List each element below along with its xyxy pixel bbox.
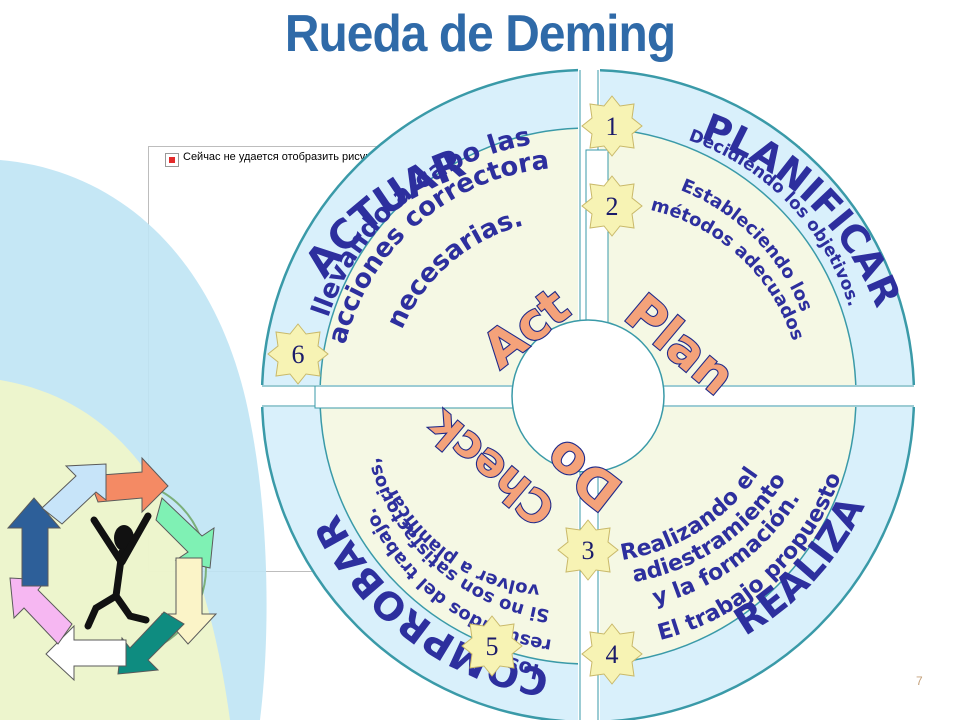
badges: 1 2 3 4 5 6 — [267, 95, 643, 685]
badge-6: 6 — [267, 323, 329, 385]
arrow-orange — [87, 456, 169, 514]
svg-text:4: 4 — [606, 640, 619, 669]
page-title: Rueda de Deming — [284, 5, 676, 63]
badge-1: 1 — [581, 95, 643, 157]
broken-image-text: Сейчас не удается отобразить рисунок. — [183, 151, 386, 163]
page-number: 7 — [916, 674, 923, 688]
badge-2: 2 — [581, 175, 643, 237]
badge-4: 4 — [581, 623, 643, 685]
stick-figure — [84, 512, 152, 630]
svg-text:2: 2 — [606, 192, 619, 221]
wheel-hub — [511, 319, 665, 473]
broken-image-icon — [165, 153, 179, 167]
arrow-navy — [6, 497, 62, 587]
badge-5: 5 — [461, 615, 523, 677]
svg-text:1: 1 — [606, 112, 619, 141]
svg-text:6: 6 — [292, 340, 305, 369]
svg-text:3: 3 — [582, 536, 595, 565]
badge-3: 3 — [557, 519, 619, 581]
arrow-lightblue — [41, 463, 107, 525]
cycle-arrows-clipart — [6, 456, 218, 682]
svg-text:5: 5 — [486, 632, 499, 661]
